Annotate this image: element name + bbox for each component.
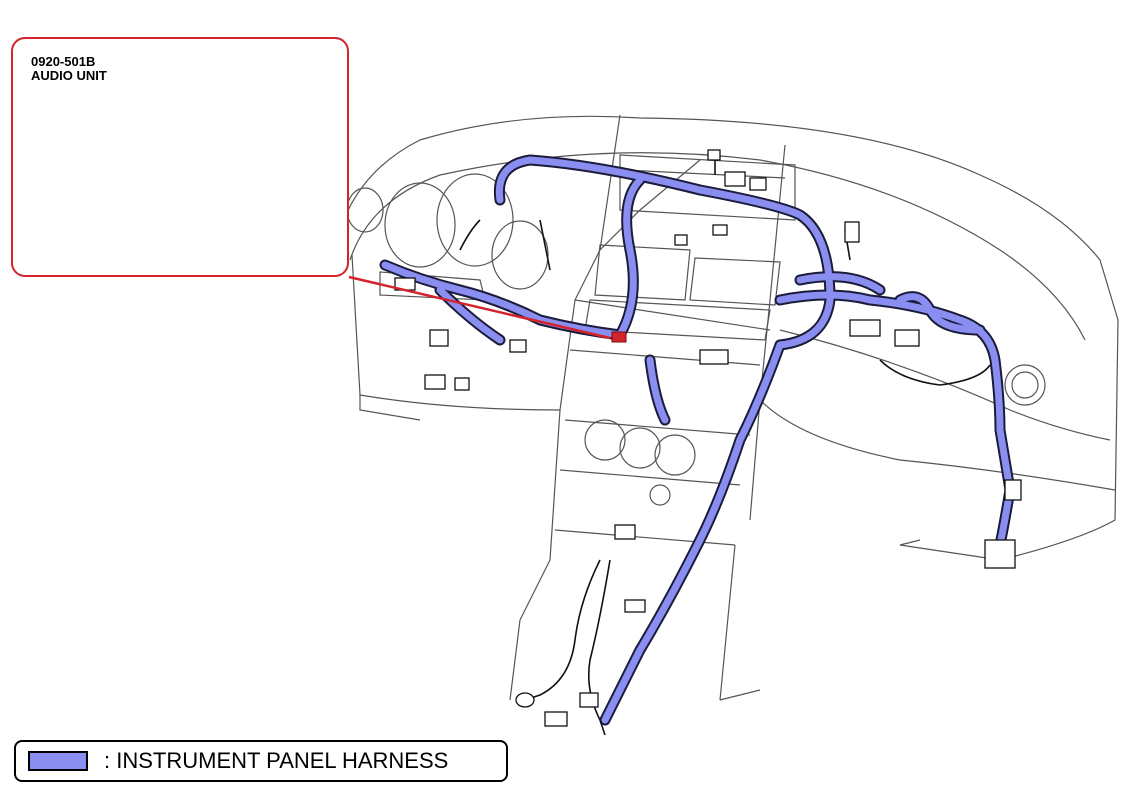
legend: : INSTRUMENT PANEL HARNESS [14,740,508,782]
legend-swatch [28,751,88,771]
legend-label: : INSTRUMENT PANEL HARNESS [104,748,449,773]
harness-outline [379,154,1016,726]
audio-unit-location [611,331,627,343]
harness-connectors [394,149,1022,727]
connector-code: 0920-501B [31,54,96,69]
harness [381,156,1014,724]
connector-name: AUDIO UNIT [31,68,107,83]
audio-unit-callout: 0920-501B AUDIO UNIT [11,37,349,277]
dashboard-outline [339,114,1119,701]
leader-line [348,275,611,340]
